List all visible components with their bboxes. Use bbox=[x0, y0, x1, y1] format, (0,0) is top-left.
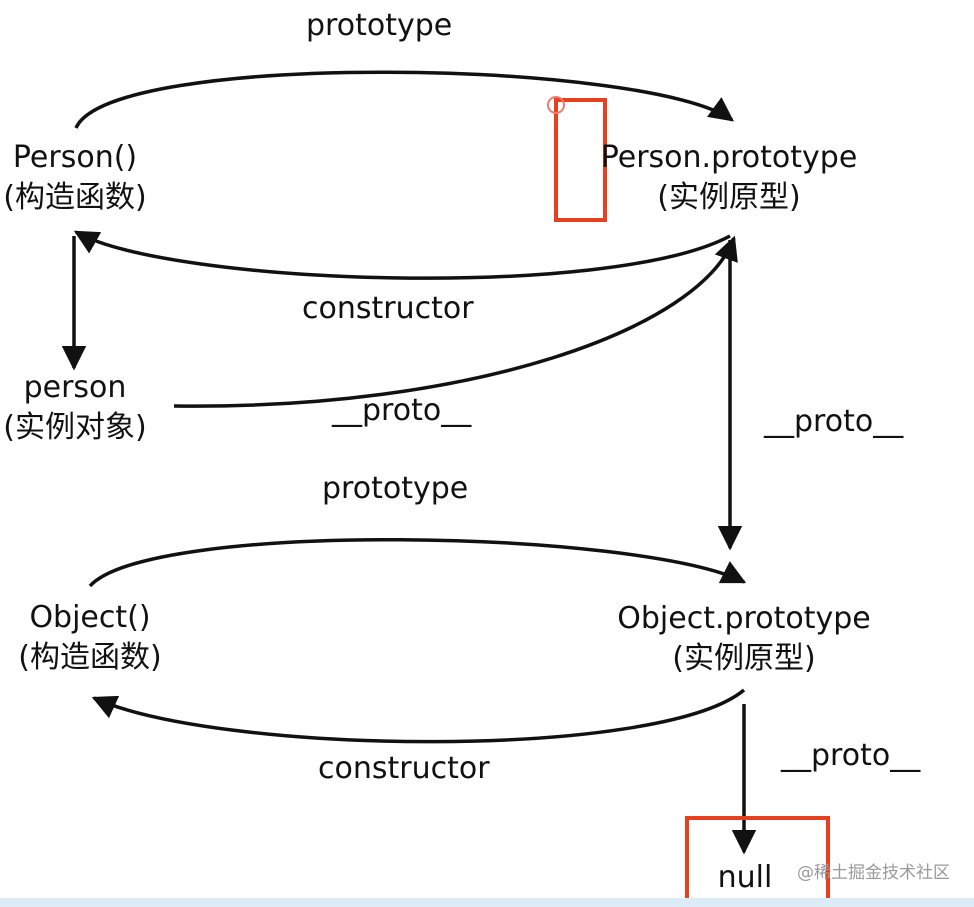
watermark: @稀土掘金技术社区 bbox=[797, 858, 950, 883]
watermark-text: @稀土掘金技术社区 bbox=[797, 863, 950, 883]
bottom-strip bbox=[0, 898, 974, 907]
node-null: null bbox=[717, 860, 773, 895]
edge-object-prototype-arrow bbox=[88, 537, 747, 588]
label-object-constructor: constructor bbox=[318, 751, 490, 786]
node-object-constructor-desc: (构造函数) bbox=[18, 640, 162, 675]
edge-person-constructor-arrow bbox=[73, 230, 731, 280]
node-object-prototype-name: Object.prototype bbox=[617, 601, 871, 636]
label-object-prototype: prototype bbox=[322, 471, 469, 506]
node-object-constructor-name: Object() bbox=[29, 600, 151, 635]
node-person-prototype-desc: (实例原型) bbox=[657, 180, 801, 215]
label-person-proto-proto: __proto__ bbox=[764, 404, 904, 439]
highlight-box-person-prototype bbox=[554, 98, 607, 222]
cursor-indicator bbox=[547, 96, 565, 114]
node-person-constructor-name: Person() bbox=[12, 140, 138, 175]
highlight-box-null bbox=[685, 816, 830, 907]
label-person-constructor: constructor bbox=[302, 291, 474, 326]
label-person-prototype: prototype bbox=[306, 8, 453, 43]
node-object-prototype-desc: (实例原型) bbox=[672, 641, 816, 676]
edge-instance-proto-arrow bbox=[173, 235, 738, 408]
edge-object-constructor-arrow bbox=[91, 688, 746, 744]
node-person-constructor-desc: (构造函数) bbox=[3, 180, 147, 215]
edge-person-prototype-arrow bbox=[74, 70, 734, 129]
node-person-instance-name: person bbox=[23, 370, 127, 405]
node-person-instance-desc: (实例对象) bbox=[3, 410, 147, 445]
label-instance-proto: __proto__ bbox=[332, 393, 472, 428]
label-object-proto-proto: __proto__ bbox=[781, 738, 921, 773]
node-person-prototype-name: Person.prototype bbox=[600, 140, 858, 175]
